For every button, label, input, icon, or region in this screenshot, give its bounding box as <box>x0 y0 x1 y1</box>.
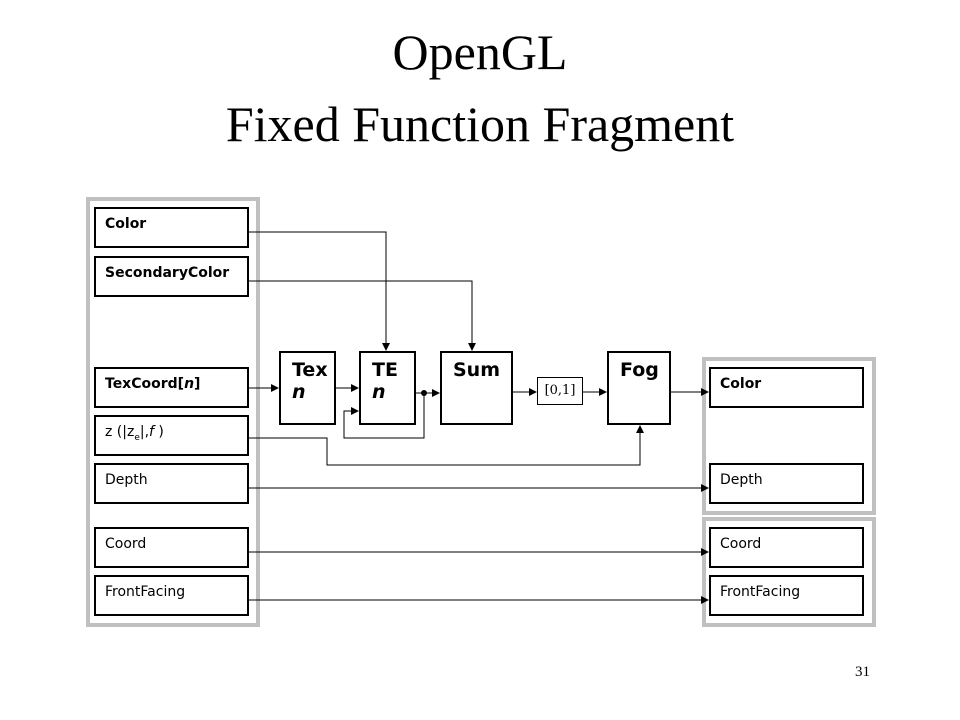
texcoord-index: n <box>184 376 195 392</box>
input-texcoord: TexCoord[n] <box>94 367 249 408</box>
output-depth: Depth <box>709 463 864 504</box>
output-coord: Coord <box>709 527 864 568</box>
stage-te: TE n <box>359 351 416 425</box>
stage-tex-line2: n <box>292 381 306 403</box>
stage-fog: Fog <box>607 351 671 425</box>
title-line-1: OpenGL <box>392 24 568 80</box>
texcoord-suffix: ] <box>194 376 201 392</box>
wire-color-to-te <box>249 231 390 351</box>
page-number: 31 <box>855 664 870 680</box>
input-color-label: Color <box>105 216 147 232</box>
wire-z-to-fog <box>249 425 644 466</box>
stage-te-line2: n <box>372 381 386 403</box>
stage-tex: Tex n <box>279 351 336 425</box>
stage-sum: Sum <box>440 351 513 425</box>
input-color: Color <box>94 207 249 248</box>
input-coord: Coord <box>94 527 249 568</box>
z-prefix: z (|z <box>105 424 135 440</box>
z-sub: e <box>134 432 140 443</box>
title-line-2: Fixed Function Fragment <box>225 96 735 152</box>
output-depth-label: Depth <box>720 472 763 488</box>
z-suffix: ) <box>153 424 164 440</box>
stage-sum-label: Sum <box>453 359 501 381</box>
output-color-label: Color <box>720 376 762 392</box>
input-secondary-color: SecondaryColor <box>94 256 249 297</box>
input-depth-label: Depth <box>105 472 148 488</box>
z-mid: |, <box>139 424 150 440</box>
output-front-facing: FrontFacing <box>709 575 864 616</box>
input-secondary-color-label: SecondaryColor <box>105 265 230 281</box>
output-front-facing-label: FrontFacing <box>720 584 801 600</box>
clamp-box: [0,1] <box>537 377 583 405</box>
stage-tex-line1: Tex <box>292 359 328 381</box>
output-coord-label: Coord <box>720 536 762 552</box>
junction-dot <box>421 390 427 396</box>
input-coord-label: Coord <box>105 536 147 552</box>
wire-secondary-to-sum <box>249 280 476 351</box>
texcoord-prefix: TexCoord[ <box>105 376 185 392</box>
input-front-facing-label: FrontFacing <box>105 584 186 600</box>
stage-te-line1: TE <box>372 359 398 381</box>
output-color: Color <box>709 367 864 408</box>
stage-fog-label: Fog <box>620 359 659 381</box>
input-depth: Depth <box>94 463 249 504</box>
wire-te-loop <box>343 393 425 439</box>
input-front-facing: FrontFacing <box>94 575 249 616</box>
input-z: z (|ze|,f ) <box>94 415 249 456</box>
z-f: f <box>149 424 154 440</box>
